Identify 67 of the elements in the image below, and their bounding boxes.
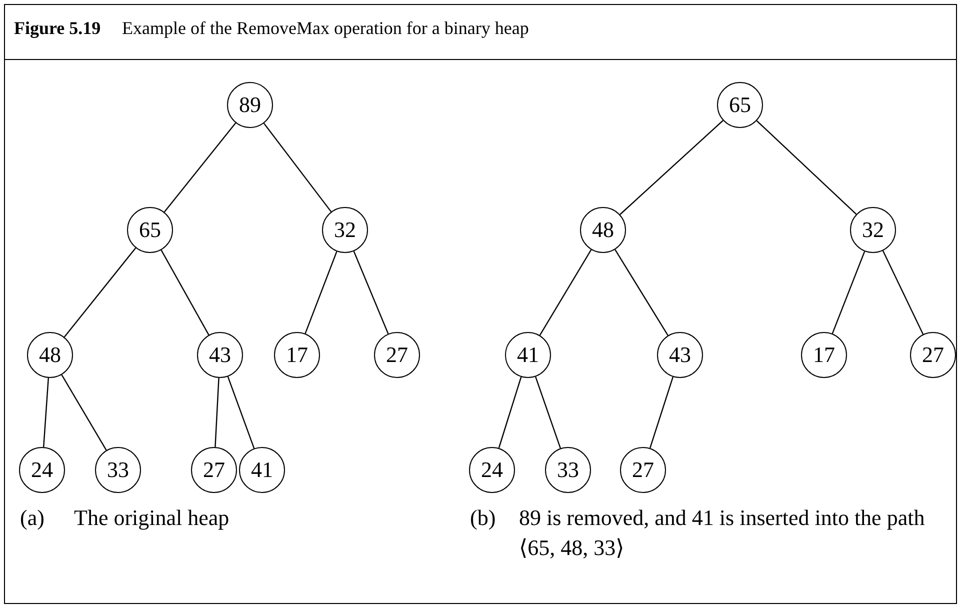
node-value: 24 [31,457,53,483]
tree-edge-line [160,250,210,336]
heap-node-circle [657,332,703,378]
tree-edge-line [353,251,389,334]
heap-node-circle [322,207,368,253]
node-value: 43 [669,342,691,368]
heap-node-circle [274,332,320,378]
tree-edge-line [227,376,255,449]
node-value: 43 [209,342,231,368]
heap-node-circle [197,332,243,378]
node-value: 65 [139,217,161,243]
heap-node-circle [801,332,847,378]
tree-edge-line [620,120,724,215]
tree-edge-line [64,248,136,338]
heap-node-circle [239,447,285,493]
node-value: 89 [239,92,261,118]
heap-node-circle [19,447,65,493]
caption-marker: (b) [470,504,496,532]
tree-edge-line [214,378,220,448]
caption-text: The original heap [74,504,230,532]
node-value: 32 [862,217,884,243]
heap-node-circle [469,447,515,493]
heap-node-circle [580,207,626,253]
heap-node-circle [27,332,73,378]
tree-edge-line [649,376,674,448]
tree-edge-line [539,249,592,336]
node-value: 27 [203,457,225,483]
figure-title: Example of the RemoveMax operation for a binary heap [122,18,529,39]
heap-node-circle [545,447,591,493]
tree-edge-line [614,249,668,336]
node-value: 17 [286,342,308,368]
tree-edge-line [43,378,49,448]
heap-node-circle [227,82,273,128]
heap-node-circle [850,207,896,253]
node-value: 17 [813,342,835,368]
node-value: 33 [557,457,579,483]
figure-number: Figure 5.19 [14,18,101,39]
caption-marker: (a) [20,504,44,532]
node-value: 65 [729,92,751,118]
node-value: 27 [632,457,654,483]
node-value: 27 [386,342,408,368]
tree-edge-line [304,251,338,334]
node-value: 41 [517,342,539,368]
tree-edge-line [498,376,522,448]
tree-edge-line [882,250,924,335]
node-value: 33 [107,457,129,483]
heap-node-circle [620,447,666,493]
node-value: 41 [251,457,273,483]
heap-node-circle [505,332,551,378]
heap-node-circle [127,207,173,253]
tree-edge-line [756,120,857,215]
tree-edge-line [164,122,236,212]
node-value: 32 [334,217,356,243]
tree-edge-line [534,376,562,448]
heap-node-circle [910,332,956,378]
heap-node-circle [374,332,420,378]
tree-edge-line [263,122,332,212]
heap-node-circle [95,447,141,493]
node-value: 48 [592,217,614,243]
heap-node-circle [191,447,237,493]
node-value: 27 [922,342,944,368]
tree-edge-line [61,374,107,450]
node-value: 48 [39,342,61,368]
heap-node-circle [717,82,763,128]
node-value: 24 [481,457,503,483]
tree-edge-line [832,251,866,334]
caption-text: 89 is removed, and 41 is inserted into the path ⟨65, 48, 33⟩ [519,504,926,562]
